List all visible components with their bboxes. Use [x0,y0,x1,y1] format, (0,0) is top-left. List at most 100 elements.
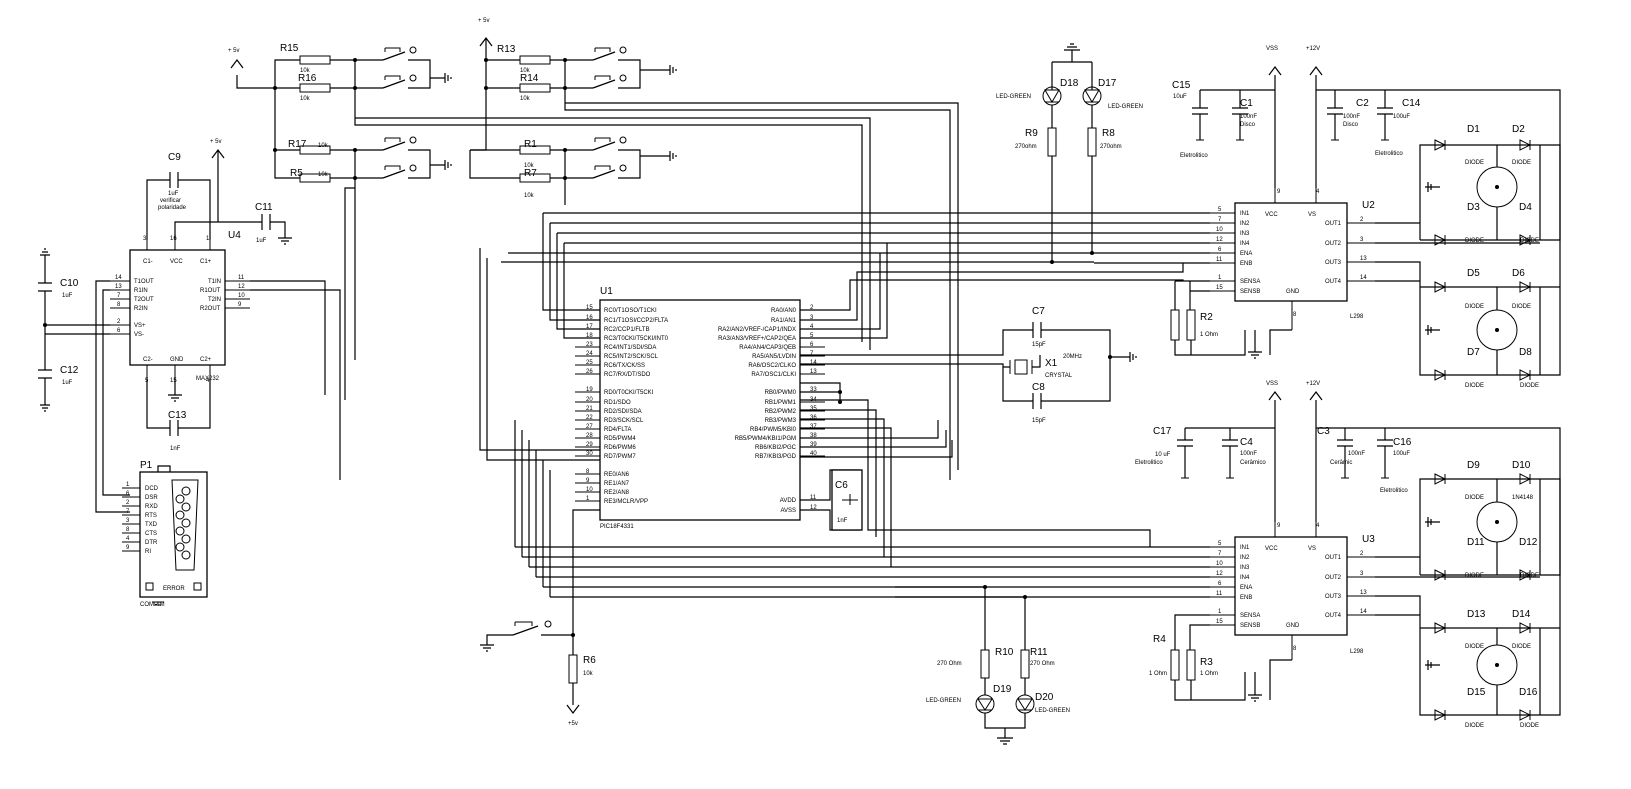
u2-in1: IN1 [1240,211,1250,217]
r1-val: 10k [524,163,535,169]
p1-pin-label: CTS [145,531,157,537]
u1-pin-num: 20 [586,397,593,403]
u2-pn: 1 [1218,275,1222,281]
d2-ref: D2 [1512,124,1525,135]
d2-val: DIODE [1512,160,1531,166]
u1-pin-label: RE0/AN6 [604,472,630,478]
max232-caps: C9 1uF verificar polaridade + 5v C11 1uF… [38,139,341,513]
c17-val: 10 uF [1155,452,1171,458]
d4-ref: D4 [1519,202,1532,213]
u1-pin-label: RD7/PWM7 [604,454,636,460]
u1-pin-num: 18 [586,333,593,339]
u4-pin-label: C2- [143,357,153,363]
u4-pin-label: R1OUT [200,288,221,294]
crystal-section: C7 15pF C8 15pF X1 CRYSTAL 20MHz [800,306,1137,424]
u1-pin-num: 11 [810,495,817,501]
u4-pin-num: 2 [117,319,121,325]
c9-note2: polaridade [158,205,187,211]
p1-pin-label: DCD [145,486,159,492]
c6-val: 1nF [837,518,848,524]
u4-pin-num: 10 [238,293,245,299]
u3-pn: 2 [1360,551,1364,557]
u3-ref: U3 [1362,534,1375,545]
u1-pin-num: 14 [810,360,817,366]
c15-note: Eletrolitico [1180,153,1208,159]
u1-pin-num: 37 [810,424,817,430]
u4-pin-num: 1 [206,236,210,242]
u2-pn: 11 [1216,257,1223,263]
c14-note: Eletrolitico [1375,151,1403,157]
c4-val: 100nF [1240,451,1257,457]
u3-pn: 1 [1218,609,1222,615]
u4-pin-label: T2OUT [134,297,154,303]
p1-pin-label: DTR [145,540,158,546]
ic-u2-l298: U2 L298 VCC VS 9 4 IN1 IN2 IN3 IN4 ENA E… [1216,189,1375,320]
p1-pin-label: RXD [145,504,158,510]
c8-ref: C8 [1032,382,1045,393]
d20-val: LED-GREEN [1035,708,1070,714]
r7-val: 10k [524,193,535,199]
d1-val: DIODE [1465,160,1484,166]
d8-ref: D8 [1519,347,1532,358]
d16-ref: D16 [1519,687,1538,698]
d5-val: DIODE [1465,304,1484,310]
p1-pin-num: 3 [126,518,130,524]
u1-pin-num: 25 [586,360,593,366]
c17-ref: C17 [1153,426,1172,437]
u4-pin-num: 14 [115,275,122,281]
u1-pin-num: 3 [810,315,814,321]
p1-pin-label: TXD [145,522,158,528]
u1-pin-label: RC2/CCP1/FLTB [604,327,650,333]
u4-pin-num: 16 [170,236,177,242]
u4-pin-num: 12 [238,284,245,290]
u3-gnd-pin: 8 [1293,646,1297,652]
c1-ref: C1 [1240,98,1253,109]
led-group-bottom: R10 270 Ohm R11 270 Ohm D19 LED-GREEN D2… [926,585,1070,745]
c10-val: 1uF [62,293,73,299]
ic-u3-l298: U3 L298 VCC VS 9 4 IN1 IN2 IN3 IN4 ENA E… [1216,523,1375,655]
d9-val: DIODE [1465,495,1484,501]
u1-pin-num: 23 [586,342,593,348]
c11-ref: C11 [255,202,273,213]
d12-val: DIODE [1520,573,1539,579]
c16-note: Eletrolitico [1380,488,1408,494]
u1-pin-label: RC6/TX/CK/SS [604,363,645,369]
u3-pn: 10 [1216,561,1223,567]
u1-pin-label: RC0/T1OSO/T1CKI [604,308,657,314]
u3-pn: 13 [1360,590,1367,596]
u1-pin-label: RA6/OSC2/CLKO [748,363,796,369]
c1-note: Disco [1240,122,1256,128]
u1-pin-num: 9 [586,478,590,484]
d20-ref: D20 [1035,692,1054,703]
u3-pn: 3 [1360,571,1364,577]
d7-val: DIODE [1465,383,1484,389]
ic-u4-max232: U4 MAX232 C1- VCC C1+ 3 16 1 C2- GND C2+… [110,230,250,384]
d13-ref: D13 [1467,609,1486,620]
l298-wiring: R2 1 Ohm R4 1 Ohm R3 1 Ohm [501,188,1375,702]
c4-ref: C4 [1240,437,1253,448]
u4-pin-label: C1+ [200,259,212,265]
r11-val: 270 Ohm [1030,661,1055,667]
u1-pin-label: RD5/PWM4 [604,436,636,442]
u1-pin-label: AVSS [780,508,796,514]
u1-pin-label: RB2/PWM2 [765,409,797,415]
u1-pin-label: RD2/SDI/SDA [604,409,642,415]
c9-note1: verificar [160,198,181,204]
c2-note: Disco [1343,122,1359,128]
u3-pin-num: 4 [1316,523,1320,529]
r15-val: 10k [300,68,311,74]
power-5v-2: + 5v [228,48,240,54]
button-group-middle: + 5v R13 10k R14 10k R1 10k R7 10k [469,18,959,480]
d19-ref: D19 [993,684,1012,695]
d19-val: LED-GREEN [926,698,961,704]
u3-pn: 14 [1360,609,1367,615]
u2-in3: IN3 [1240,231,1250,237]
u1-pin-num: 5 [810,333,814,339]
u4-pin-num: 8 [117,302,121,308]
u4-pin-label: R1IN [134,288,148,294]
r8-ref: R8 [1102,128,1115,139]
u4-pin-label: T2IN [208,297,221,303]
u1-pin-num: 36 [810,415,817,421]
u1-pin-list: RC0/T1OSO/T1CKI15RC1/T1OSI/CCP2/FLTA16RC… [575,305,825,514]
pic-wiring [479,243,1184,598]
